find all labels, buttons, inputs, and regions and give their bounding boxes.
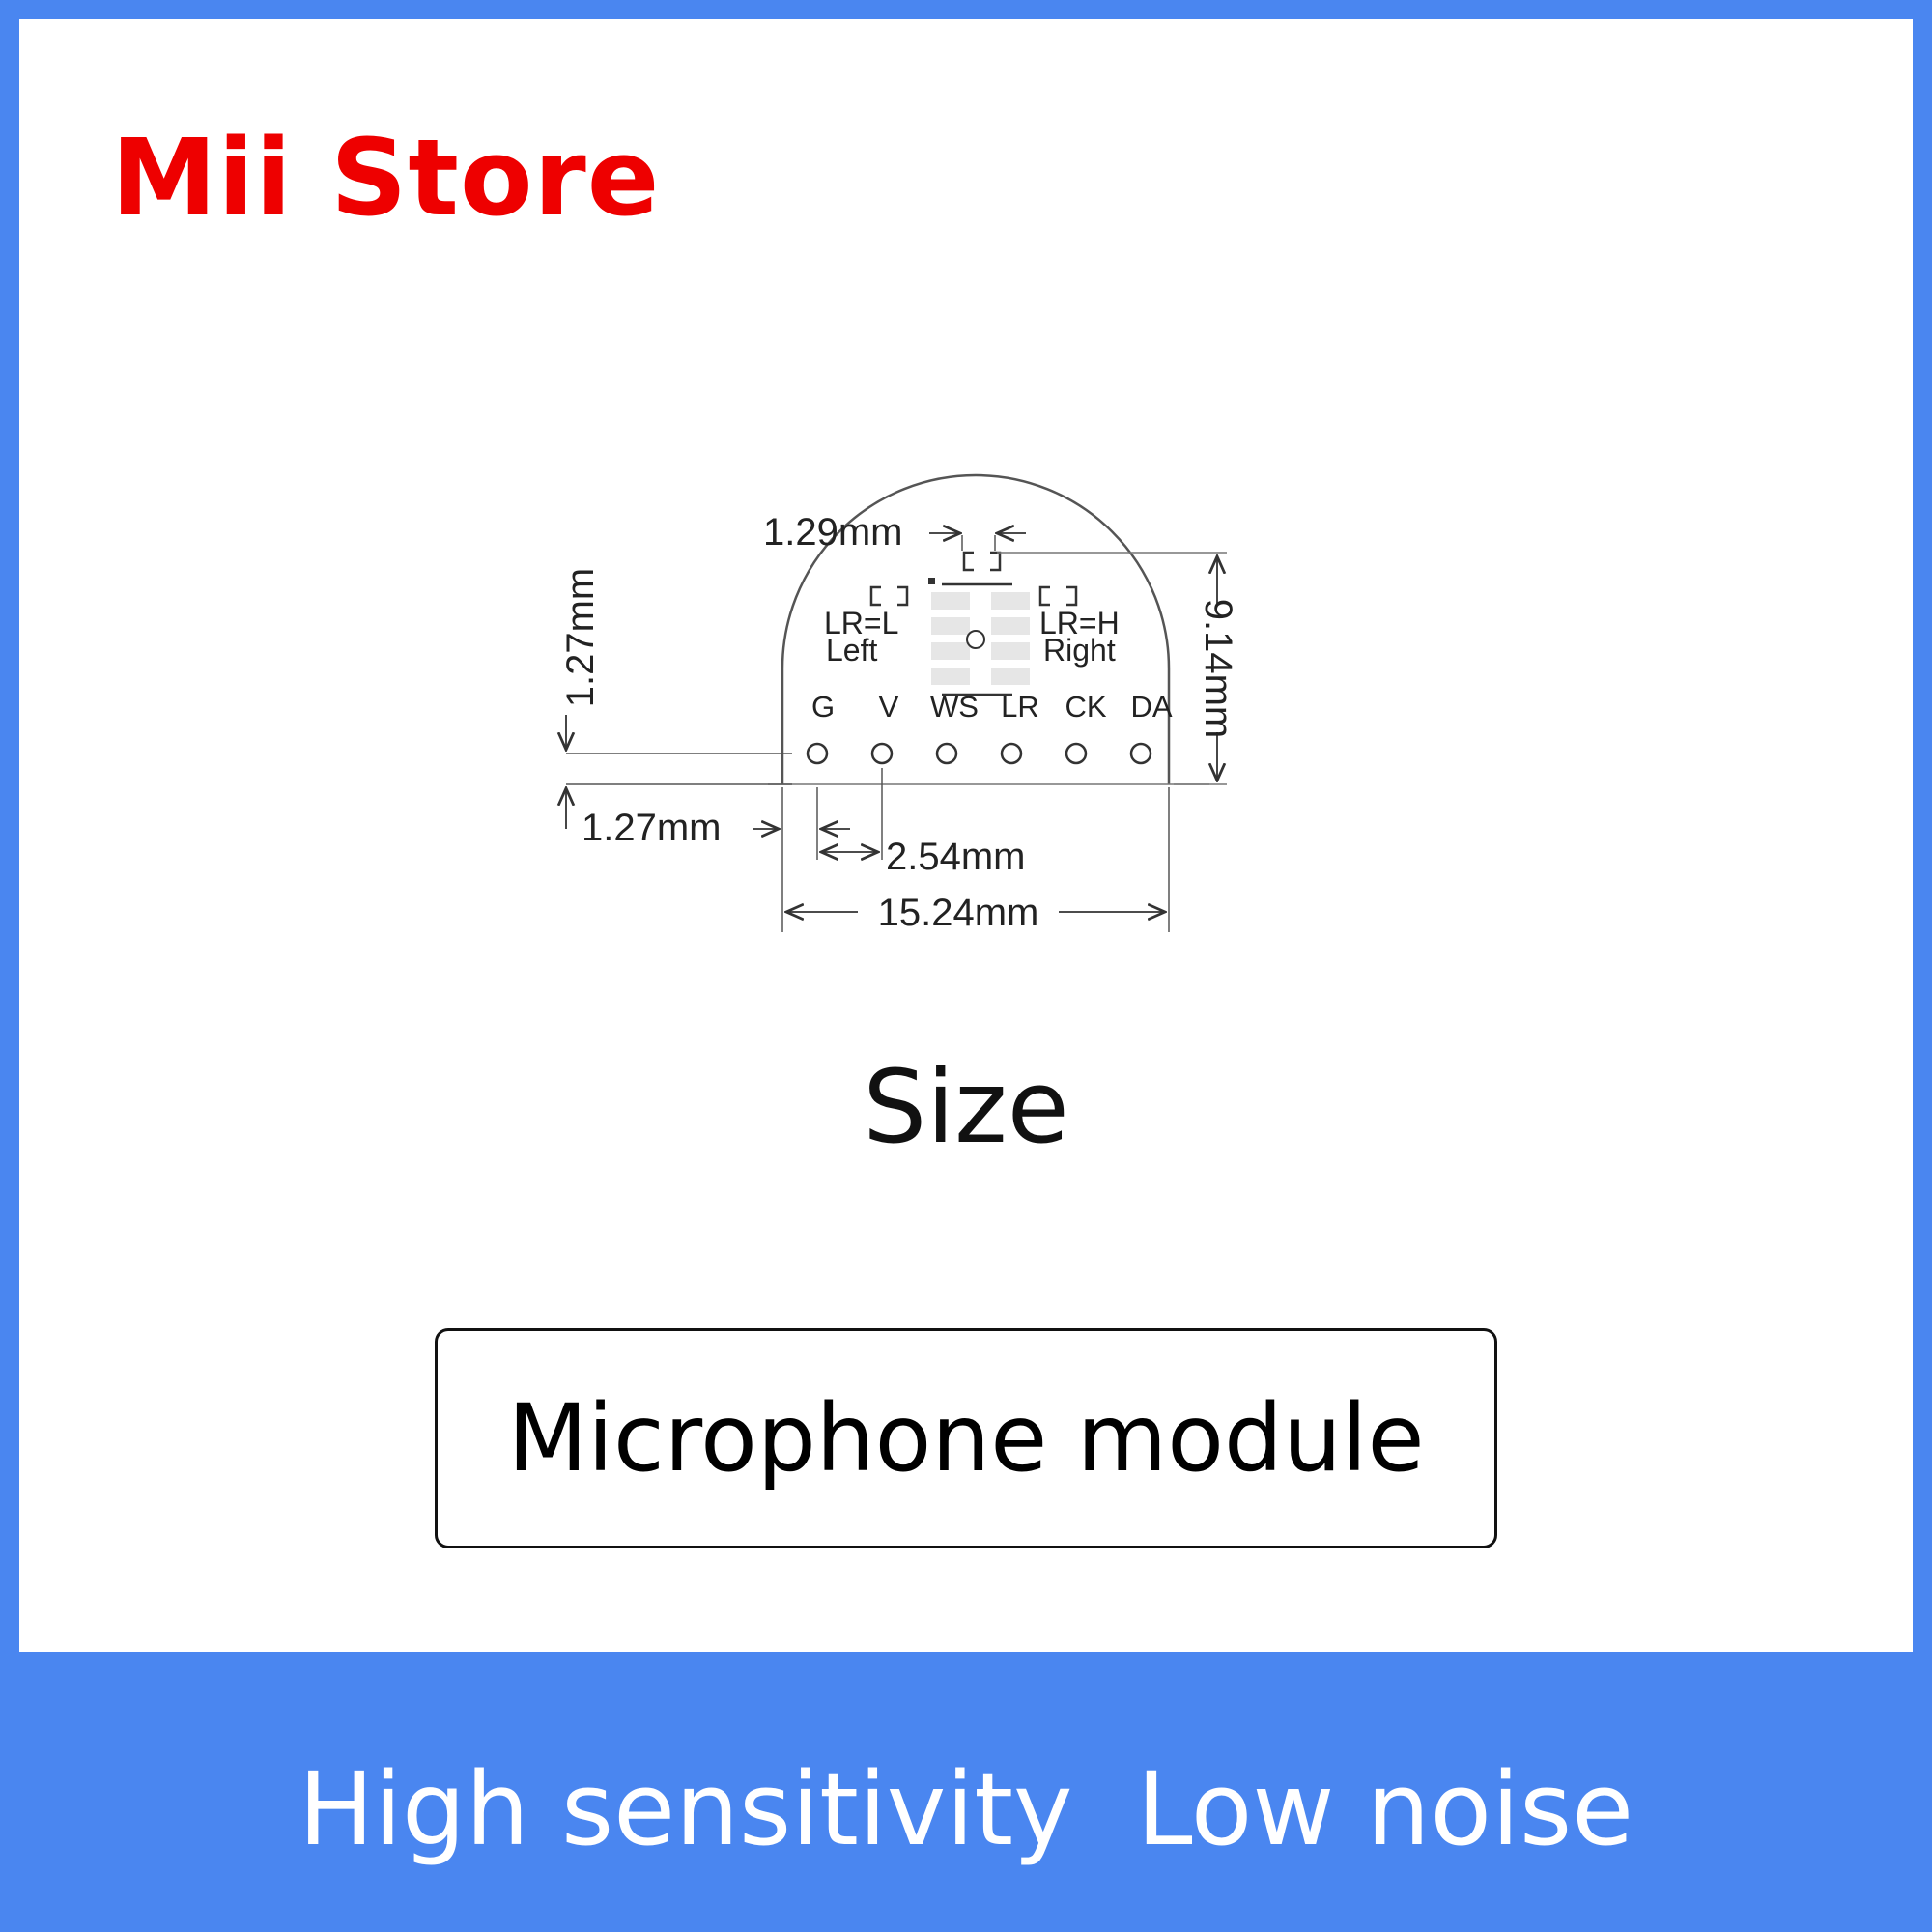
- pin-hole: [806, 742, 829, 765]
- board-outline: [781, 473, 1171, 784]
- white-panel: Mii Store: [19, 19, 1913, 1652]
- pin-hole: [1129, 742, 1152, 765]
- edge-offset-dimension: 1.27mm: [582, 807, 722, 849]
- tagline: High sensitivity Low noise: [298, 1750, 1634, 1868]
- pin-hole: [1065, 742, 1088, 765]
- left-offset-dimension: 1.27mm: [559, 568, 602, 708]
- left-name-label: Left: [826, 633, 877, 668]
- pin-hole: [870, 742, 894, 765]
- pin-label: WS: [930, 690, 979, 724]
- height-dimension: 9.14mm: [1197, 599, 1239, 739]
- pin-holes: [806, 742, 1152, 765]
- pin-label: CK: [1065, 690, 1106, 724]
- right-name-label: Right: [1043, 633, 1116, 668]
- caption-text: Microphone module: [507, 1384, 1425, 1492]
- bracket-marks: [869, 551, 1078, 607]
- pin-labels: G V WS LR CK DA: [811, 690, 1173, 724]
- pin-hole: [1000, 742, 1023, 765]
- module-dimension-diagram: LR=L Left LR=H Right G V WS LR CK DA 1.2…: [19, 473, 1239, 934]
- top-gap-dimension: 1.29mm: [763, 511, 903, 554]
- pitch-dimension: 2.54mm: [886, 836, 1026, 878]
- pin-label: DA: [1130, 690, 1172, 724]
- width-dimension: 15.24mm: [878, 892, 1039, 934]
- left-mode-label: LR=L: [824, 606, 898, 640]
- pin-hole: [935, 742, 958, 765]
- size-heading: Size: [863, 1048, 1069, 1166]
- caption-box: Microphone module: [435, 1328, 1497, 1548]
- pin-label: V: [879, 690, 899, 724]
- brand-logo: Mii Store: [111, 116, 661, 240]
- pin-label: G: [811, 690, 835, 724]
- pin-label: LR: [1001, 690, 1039, 724]
- chip-pads: [928, 578, 1030, 696]
- right-mode-label: LR=H: [1039, 606, 1120, 640]
